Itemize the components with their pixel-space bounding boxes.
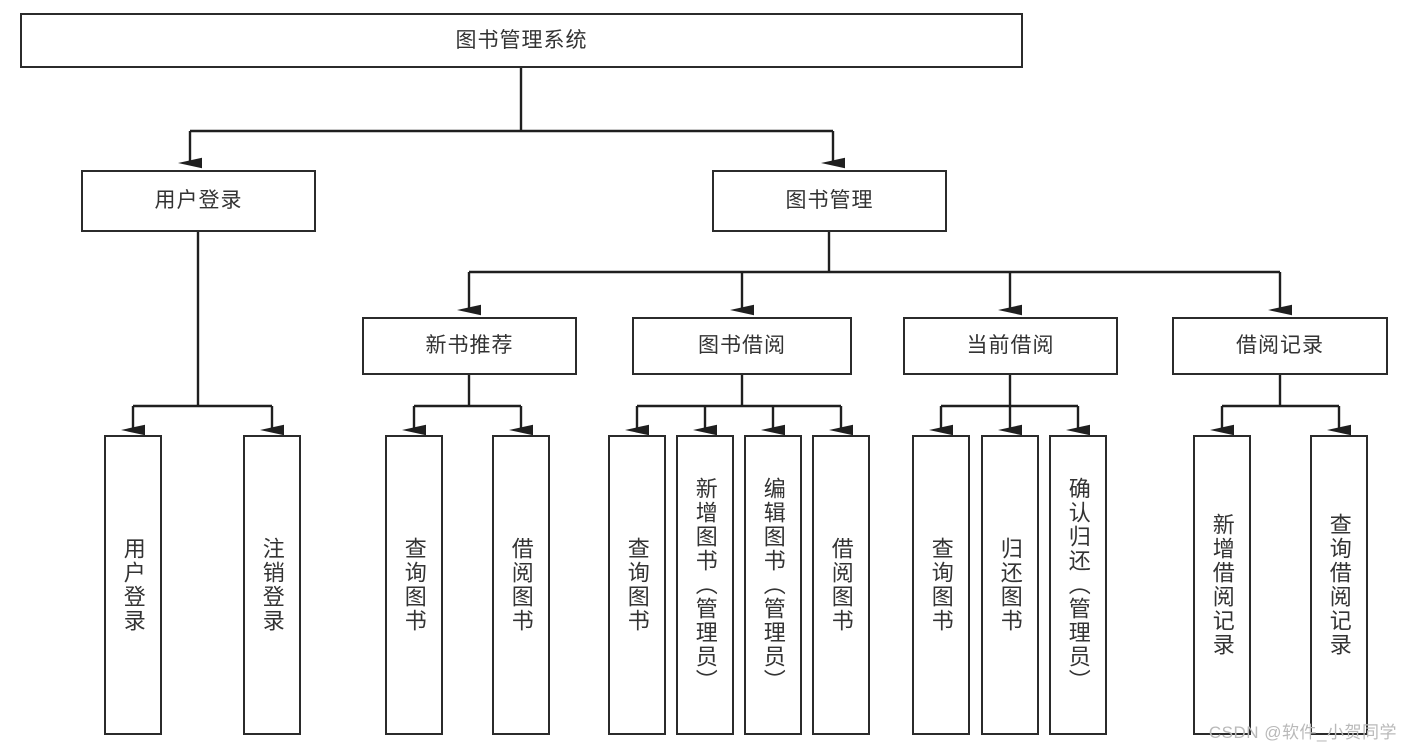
node-new-book-recommend-label: 新书推荐 (425, 334, 514, 358)
leaf-add-book[interactable]: 新增图书（管理员） (676, 435, 734, 735)
leaf-add-book-label: 新增图书（管理员） (692, 477, 718, 693)
node-borrow-record-label: 借阅记录 (1236, 334, 1324, 358)
leaf-edit-book[interactable]: 编辑图书（管理员） (744, 435, 802, 735)
leaf-borrow-book-2[interactable]: 借阅图书 (812, 435, 870, 735)
leaf-logout-login[interactable]: 注销登录 (243, 435, 301, 735)
leaf-query-book-2-label: 查询图书 (624, 537, 650, 633)
leaf-borrow-book-1-label: 借阅图书 (508, 537, 534, 633)
node-new-book-recommend[interactable]: 新书推荐 (362, 317, 577, 375)
leaf-confirm-return[interactable]: 确认归还（管理员） (1049, 435, 1107, 735)
leaf-query-record-label: 查询借阅记录 (1326, 513, 1352, 657)
leaf-query-record[interactable]: 查询借阅记录 (1310, 435, 1368, 735)
node-book-manage[interactable]: 图书管理 (712, 170, 947, 232)
node-current-borrow[interactable]: 当前借阅 (903, 317, 1118, 375)
leaf-confirm-return-label: 确认归还（管理员） (1065, 477, 1091, 693)
leaf-query-book-1[interactable]: 查询图书 (385, 435, 443, 735)
node-book-borrow[interactable]: 图书借阅 (632, 317, 852, 375)
node-user-login-label: 用户登录 (154, 189, 243, 213)
leaf-query-book-3-label: 查询图书 (928, 537, 954, 633)
leaf-logout-login-label: 注销登录 (259, 537, 285, 633)
leaf-add-record[interactable]: 新增借阅记录 (1193, 435, 1251, 735)
leaf-user-login[interactable]: 用户登录 (104, 435, 162, 735)
node-book-borrow-label: 图书借阅 (698, 334, 786, 358)
leaf-edit-book-label: 编辑图书（管理员） (760, 477, 786, 693)
leaf-borrow-book-1[interactable]: 借阅图书 (492, 435, 550, 735)
leaf-query-book-1-label: 查询图书 (401, 537, 427, 633)
node-current-borrow-label: 当前借阅 (966, 334, 1055, 358)
node-user-login[interactable]: 用户登录 (81, 170, 316, 232)
leaf-user-login-label: 用户登录 (120, 537, 146, 633)
leaf-return-book[interactable]: 归还图书 (981, 435, 1039, 735)
node-root-label: 图书管理系统 (455, 28, 588, 52)
watermark-text: CSDN @软件_小贺同学 (1208, 723, 1397, 742)
leaf-return-book-label: 归还图书 (997, 537, 1023, 633)
leaf-query-book-3[interactable]: 查询图书 (912, 435, 970, 735)
leaf-borrow-book-2-label: 借阅图书 (828, 537, 854, 633)
node-book-manage-label: 图书管理 (785, 189, 874, 213)
leaf-query-book-2[interactable]: 查询图书 (608, 435, 666, 735)
leaf-add-record-label: 新增借阅记录 (1209, 513, 1235, 657)
node-borrow-record[interactable]: 借阅记录 (1172, 317, 1388, 375)
node-root[interactable]: 图书管理系统 (20, 13, 1023, 68)
